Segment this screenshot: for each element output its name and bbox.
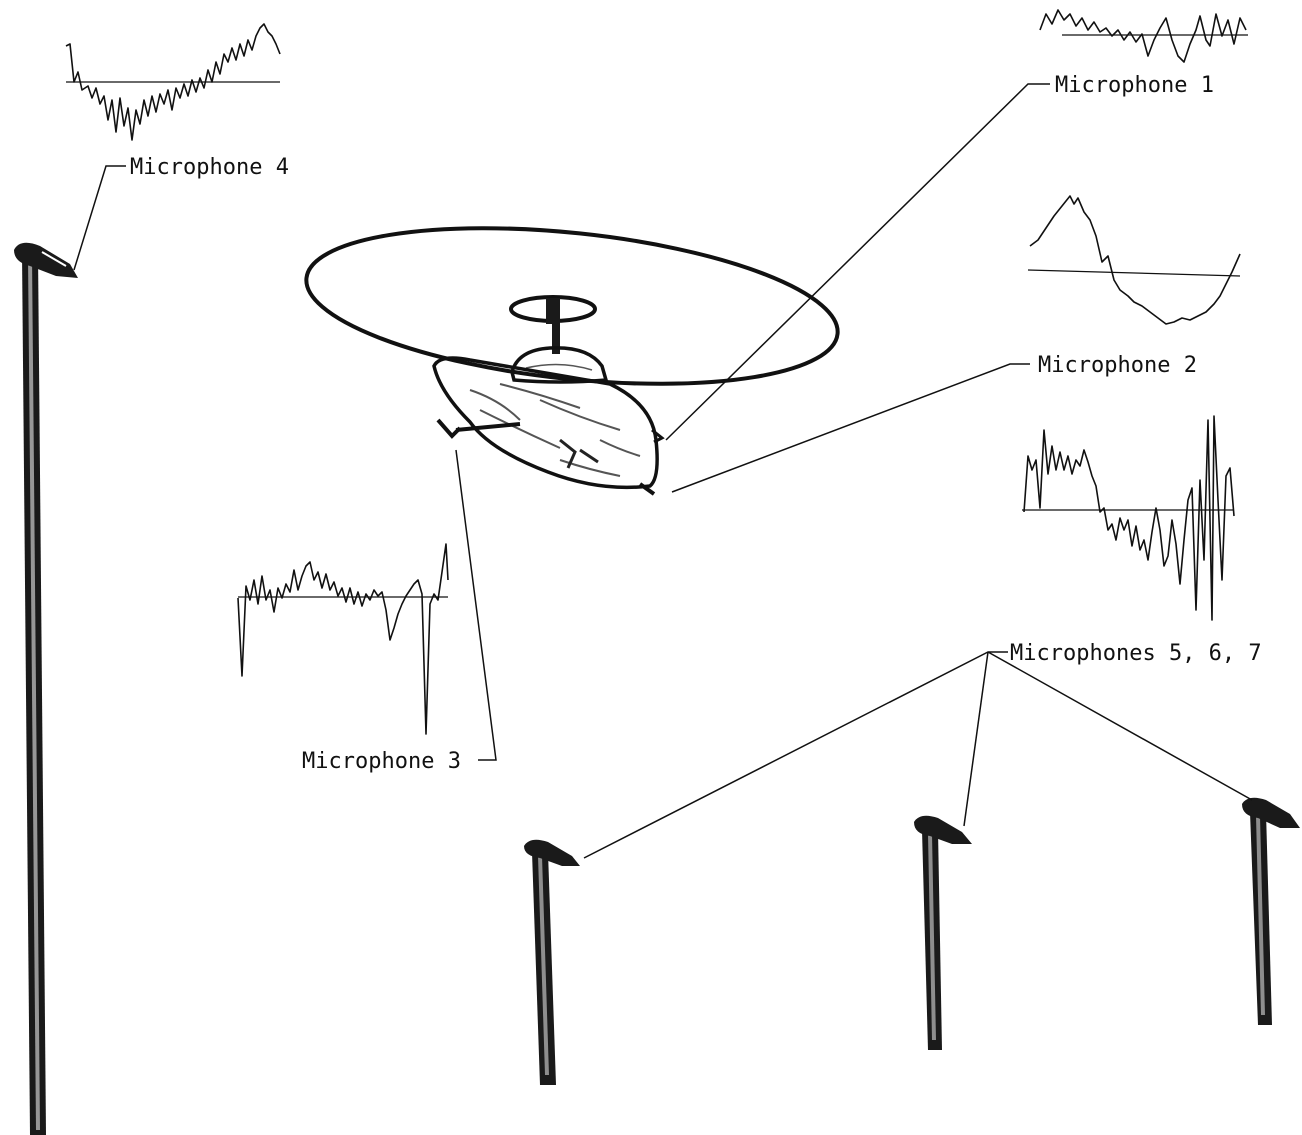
microphone-5-stand [524, 839, 580, 1085]
waveform-microphone-4 [65, 23, 281, 141]
leader-lines [73, 83, 1253, 859]
microphone-6-stand [914, 815, 972, 1050]
microphone-4-stand [14, 242, 78, 1135]
label-microphone-2: Microphone 2 [1038, 353, 1197, 378]
waveform-microphone-5-6-7 [1022, 415, 1235, 621]
label-microphone-1: Microphone 1 [1055, 73, 1214, 98]
label-microphones-5-6-7: Microphones 5, 6, 7 [1010, 641, 1262, 666]
waveform-microphone-2 [1027, 195, 1241, 325]
microphone-7-stand [1242, 797, 1300, 1025]
waveform-microphone-3 [237, 543, 449, 735]
helicopter-icon [304, 226, 840, 496]
waveform-microphone-1 [1039, 9, 1248, 63]
label-microphone-3: Microphone 3 [302, 749, 461, 774]
label-microphone-4: Microphone 4 [130, 155, 289, 180]
